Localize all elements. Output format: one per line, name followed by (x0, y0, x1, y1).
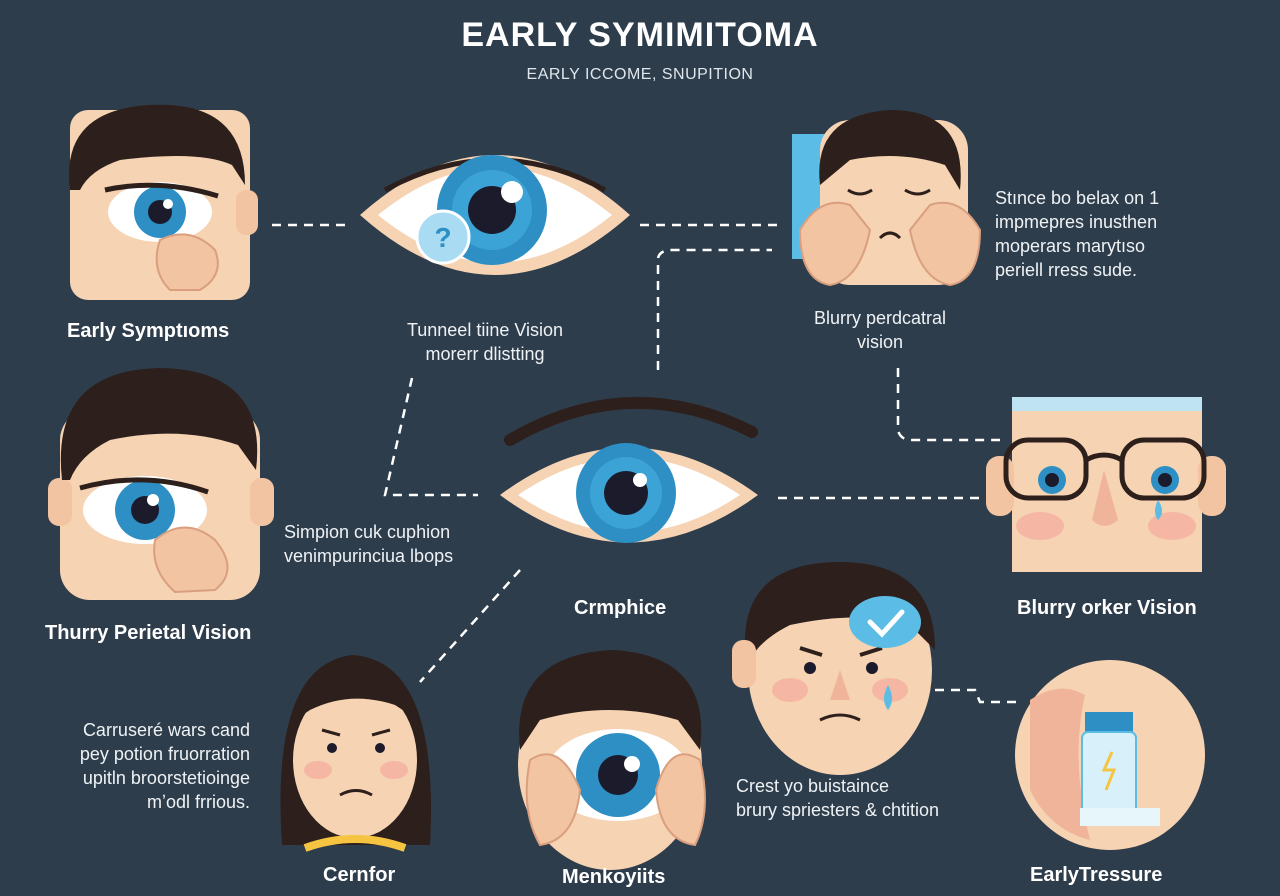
hands-cover-face-icon (792, 110, 982, 287)
desc-line: Stınce bo belax on 1 (995, 188, 1160, 208)
large-eye-question-icon: ? (360, 155, 630, 275)
label-early-symptoms: Early Symptıoms (67, 320, 230, 342)
desc-line: periell rress sude. (995, 260, 1138, 280)
desc-line: Tunneel tiine Vision (406, 320, 564, 340)
check-badge-icon (849, 596, 921, 648)
desc-line: Blurry perdcatral (813, 308, 947, 328)
glasses-tear-face-icon (986, 397, 1226, 572)
question-bubble-icon (415, 209, 471, 265)
desc-line: Simpion cuk cuphion (284, 522, 451, 542)
desc-line: morerr dlistting (425, 344, 545, 364)
desc-stince: Stınce bo belax on 1 impmepres inusthen … (995, 186, 1159, 282)
desc-line: Carruseré wars cand (82, 720, 250, 740)
label-menkoyiits: Menkoyiits (562, 866, 666, 888)
desc-line: vision (856, 332, 904, 352)
desc-line: venimpurinciua lbops (284, 546, 454, 566)
page-subtitle: EARLY ICCOME, SNUPITION (526, 66, 754, 83)
label-early-tressure: EarlyTressure (1030, 864, 1163, 886)
eye-rub-face-icon (69, 104, 258, 300)
central-eye-icon (500, 396, 758, 543)
desc-carrusere: Carruseré wars cand pey potion fruorrati… (28, 718, 250, 814)
hands-eye-face-icon (518, 650, 706, 870)
desc-line: pey potion fruorration (79, 744, 250, 764)
desc-crest: Crest yo buistaince brury spriesters & c… (736, 774, 939, 822)
label-cernfor: Cernfor (323, 864, 396, 886)
desc-line: upitln broorstetioinge (82, 768, 250, 788)
page-title: EARLY SYMIMITOMA (461, 16, 819, 54)
eye-touch-face-icon (48, 368, 274, 600)
dashed-connectors (272, 223, 1018, 704)
desc-blurry-peripheral: Blurry perdcatral vision (780, 306, 980, 354)
desc-line: impmepres inusthen (995, 212, 1158, 232)
desc-tunnel-vision: Tunneel tiine Vision morerr dlistting (380, 318, 590, 366)
eye-drop-bottle-icon (1015, 660, 1205, 850)
desc-line: Crest yo buistaince (736, 776, 890, 796)
label-crmphice: Crmphice (574, 597, 667, 619)
worried-girl-icon (280, 655, 432, 852)
desc-simpion: Simpion cuk cuphion venimpurinciua lbops (284, 520, 453, 568)
label-blurry-orker-vision: Blurry orker Vision (1017, 597, 1197, 619)
desc-line: moperars marytıso (995, 236, 1146, 256)
desc-line: brury spriesters & chtition (736, 800, 940, 820)
svg-text:?: ? (434, 222, 451, 253)
label-thurry-perietal-vision: Thurry Perietal Vision (45, 622, 252, 644)
desc-line: mʼodl frrious. (146, 792, 250, 812)
worried-face-check-icon (732, 561, 935, 775)
